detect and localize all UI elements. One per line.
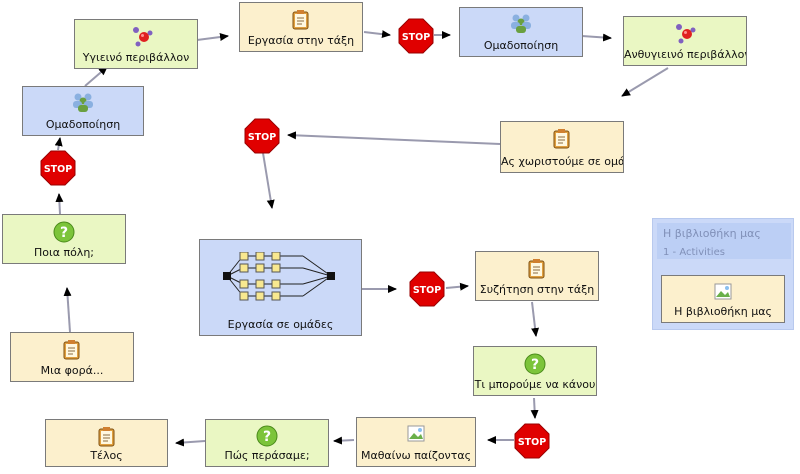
node-anthygieino[interactable]: Ανθυγιεινό περιβάλλον [623, 16, 747, 66]
edge-syzit-ti [531, 301, 540, 337]
node-label: Ομαδοποίηση [483, 39, 559, 52]
image-icon [714, 283, 732, 300]
node-label: Εργασία σε ομάδες [227, 318, 334, 331]
svg-text:?: ? [263, 429, 271, 445]
stop-sign-icon[interactable]: STOP [244, 118, 280, 154]
node-syzitisi[interactable]: Συζήτηση στην τάξη [475, 251, 599, 301]
node-label: Εργασία στην τάξη [247, 34, 355, 47]
library-panel-item[interactable]: Η βιβλιοθήκη μας [661, 275, 785, 323]
stop-sign-icon[interactable]: STOP [398, 18, 434, 54]
stop-label: STOP [413, 285, 441, 296]
edge-mia-poia [63, 287, 72, 333]
edge-ergasia-stop2 [363, 30, 391, 39]
node-label: Υγιεινό περιβάλλον [82, 51, 190, 64]
image-icon [407, 425, 425, 442]
edge-omad1-ygieino [84, 66, 108, 87]
node-label: Ανθυγιεινό περιβάλλον [624, 48, 747, 61]
question-icon: ? [256, 425, 278, 447]
node-mia-fora[interactable]: Μια φορά... [10, 332, 134, 382]
node-ergasia-taxi[interactable]: Εργασία στην τάξη [239, 2, 363, 52]
edge-stop1-omad1 [54, 137, 63, 151]
edge-poia-stop1 [55, 193, 64, 215]
edge-stop3-omades [262, 152, 275, 209]
node-label: Μαθαίνω παίζοντας [360, 449, 472, 462]
stop-sign-icon[interactable]: STOP [40, 150, 76, 186]
edge-stop4-syzit [445, 282, 469, 291]
edge-anthyg-asxor [621, 67, 669, 97]
edge-pos-telos [175, 438, 206, 447]
stop-label: STOP [402, 32, 430, 43]
notepad-icon [292, 10, 309, 30]
group-icon [73, 93, 93, 112]
node-pos-perasame[interactable]: ? Πώς περάσαμε; [205, 419, 329, 467]
question-icon: ? [53, 221, 75, 243]
stop-sign-icon[interactable]: STOP [514, 423, 550, 459]
node-omadopoiisi-2[interactable]: Ομαδοποίηση [459, 7, 583, 57]
notepad-icon [553, 129, 570, 149]
edge-asxor-stop3 [287, 131, 501, 145]
node-label: Τέλος [90, 449, 123, 462]
node-label: Ομαδοποίηση [45, 118, 121, 131]
node-poia-poli[interactable]: ? Ποια πόλη; [2, 214, 126, 264]
node-ygieino[interactable]: Υγιεινό περιβάλλον [74, 19, 198, 69]
stop-label: STOP [248, 132, 276, 143]
node-ergasia-omades[interactable]: Εργασία σε ομάδες [199, 239, 362, 336]
library-panel-title: Η βιβλιοθήκη μας [663, 227, 761, 240]
node-label: Πώς περάσαμε; [224, 449, 310, 462]
library-panel: Η βιβλιοθήκη μας 1 - Activities Η βιβλιο… [652, 218, 794, 330]
node-omadopoiisi-1[interactable]: Ομαδοποίηση [22, 86, 144, 136]
node-ti-mporoume[interactable]: ? Τι μπορούμε να κάνου [473, 346, 597, 396]
stop-sign-icon[interactable]: STOP [409, 271, 445, 307]
library-panel-header[interactable]: Η βιβλιοθήκη μας 1 - Activities [657, 223, 791, 259]
edge-math-pos [333, 436, 355, 445]
svg-text:?: ? [531, 357, 539, 373]
edge-ti-stop5 [530, 397, 539, 419]
notepad-icon [528, 259, 545, 279]
node-label: Η βιβλιοθήκη μας [674, 305, 772, 318]
svg-text:?: ? [60, 225, 68, 241]
molecule-icon [676, 24, 696, 44]
notepad-icon [98, 427, 114, 447]
library-panel-subtitle: 1 - Activities [663, 247, 725, 258]
node-as-xoristoume[interactable]: Ας χωριστούμε σε ομά [500, 121, 624, 173]
node-telos[interactable]: Τέλος [45, 419, 168, 467]
node-mathaino[interactable]: Μαθαίνω παίζοντας [356, 417, 476, 467]
node-label: Τι μπορούμε να κάνου [474, 378, 596, 391]
network-icon [222, 252, 335, 301]
stop-label: STOP [518, 437, 546, 448]
notepad-icon [63, 340, 80, 360]
node-label: Ποια πόλη; [33, 246, 94, 259]
group-icon [511, 14, 531, 33]
question-icon: ? [524, 353, 546, 375]
node-label: Μια φορά... [40, 364, 104, 377]
stop-label: STOP [44, 164, 72, 175]
molecule-icon [133, 27, 153, 47]
edge-omad2-anthyg [581, 33, 612, 42]
edge-ygieino-ergasia [196, 33, 229, 41]
node-label: Ας χωριστούμε σε ομά [501, 155, 624, 168]
node-label: Συζήτηση στην τάξη [479, 283, 595, 296]
